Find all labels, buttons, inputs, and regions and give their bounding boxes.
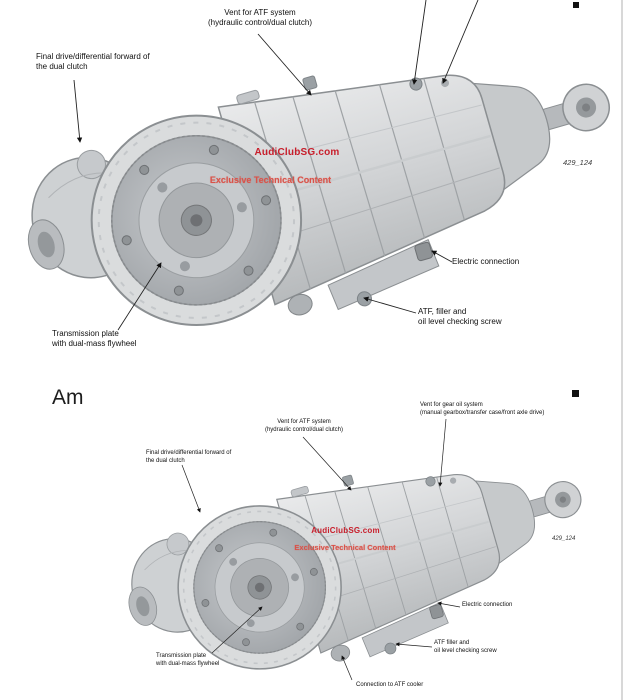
watermark-site: AudiClubSG.com [311, 526, 380, 535]
watermark-tagline: Exclusive Technical Content [209, 175, 332, 185]
label-atf-filler: ATF filler and oil level checking screw [434, 640, 497, 654]
label-final-drive: Final drive/differential forward of the … [36, 52, 150, 72]
list-bullet-icon [572, 390, 579, 397]
label-atf-filler: ATF, filler and oil level checking screw [418, 307, 502, 327]
watermark-tagline: Exclusive Technical Content [294, 543, 396, 552]
label-transmission-plate: Transmission plate with dual-mass flywhe… [52, 329, 137, 349]
figure-top-transmission-diagram: Vent for ATF system (hydraulic control/d… [10, 0, 615, 349]
section-heading: Am [52, 386, 84, 409]
label-transmission-plate: Transmission plate with dual-mass flywhe… [156, 653, 220, 667]
figure-number: 429_124 [552, 536, 576, 542]
figure-bottom-transmission-diagram: Vent for gear oil system (manual gearbox… [0, 392, 623, 700]
label-connection-atf-cooler: Connection to ATF cooler [356, 682, 424, 688]
label-vent-atf: Vent for ATF system (hydraulic control/d… [264, 419, 344, 433]
label-vent-atf: Vent for ATF system (hydraulic control/d… [207, 8, 313, 28]
label-final-drive: Final drive/differential forward of the … [146, 450, 232, 464]
transmission-illustration [10, 36, 615, 338]
label-electric-connection: Electric connection [462, 602, 513, 608]
figure-number: 429_124 [563, 158, 593, 167]
watermark-site: AudiClubSG.com [254, 147, 340, 158]
label-electric-connection: Electric connection [452, 257, 520, 266]
page-edge-divider [621, 0, 623, 700]
label-vent-gear-oil: Vent for gear oil system (manual gearbox… [420, 402, 545, 416]
list-bullet-icon [573, 2, 579, 8]
